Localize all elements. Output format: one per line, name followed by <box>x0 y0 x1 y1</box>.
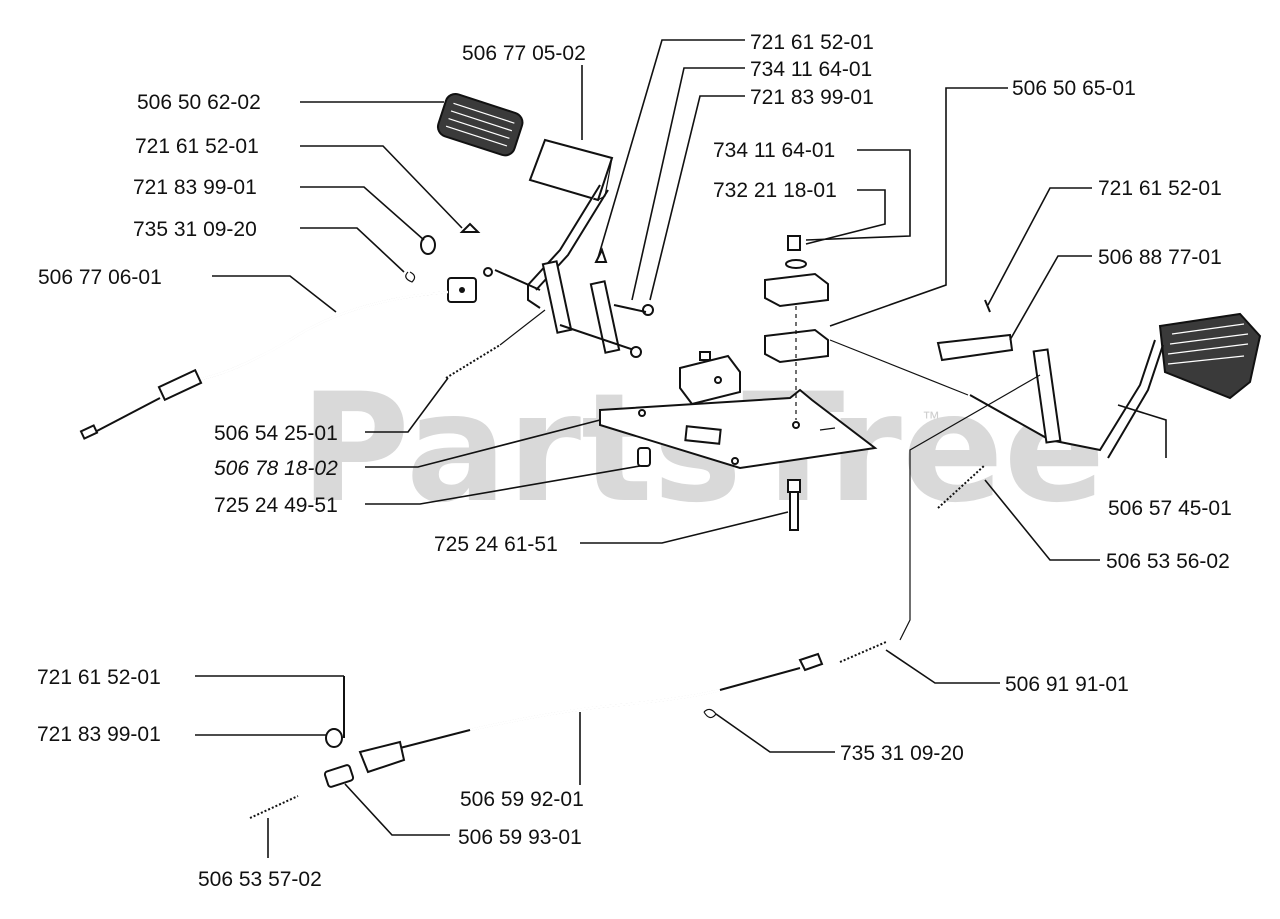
upper-left-cable <box>79 269 541 440</box>
callout-label: 506 88 77-01 <box>1098 246 1222 269</box>
callout-label: 721 61 52-01 <box>37 666 161 689</box>
callout-label: 506 53 56-02 <box>1106 550 1230 573</box>
brake-pedal-pad <box>436 92 524 157</box>
connecting-wire <box>829 339 1041 641</box>
callout-label: 735 31 09-20 <box>840 742 964 765</box>
callout-label: 506 77 06-01 <box>38 266 162 289</box>
leader-lines <box>195 39 1167 858</box>
callout-label: 506 54 25-01 <box>214 422 338 445</box>
callout-label: 506 53 57-02 <box>198 868 322 891</box>
callout-label: 506 59 93-01 <box>458 826 582 849</box>
callout-label: 721 61 52-01 <box>750 31 874 54</box>
lower-small-parts <box>249 676 717 819</box>
callout-label: 735 31 09-20 <box>133 218 257 241</box>
callout-label: 506 50 65-01 <box>1012 77 1136 100</box>
callout-label: 721 61 52-01 <box>135 135 259 158</box>
base-bolts <box>637 447 801 531</box>
right-spring <box>937 464 986 509</box>
watermark-trademark: ™ <box>922 408 940 428</box>
callout-label: 725 24 49-51 <box>214 494 338 517</box>
cable-clamp <box>447 267 493 303</box>
callout-label: 732 21 18-01 <box>713 179 837 202</box>
callout-label: 721 83 99-01 <box>133 176 257 199</box>
left-pins <box>405 222 608 283</box>
parts <box>79 92 1262 819</box>
right-link-plate <box>936 299 1014 362</box>
callout-label: 725 24 61-51 <box>434 533 558 556</box>
callout-label: 721 61 52-01 <box>1098 177 1222 200</box>
callout-label: 506 59 92-01 <box>460 788 584 811</box>
callout-label: 506 78 18-02 <box>214 457 338 480</box>
base-plate <box>599 388 878 470</box>
right-pedal <box>969 312 1262 459</box>
callout-label: 506 77 05-02 <box>462 42 586 65</box>
lower-cable <box>358 641 887 774</box>
pedal-plate <box>528 138 614 202</box>
left-spring <box>445 309 546 379</box>
switch-block <box>679 351 741 406</box>
callout-label: 734 11 64-01 <box>750 58 872 81</box>
callout-label: 506 50 62-02 <box>137 91 261 114</box>
callout-labels: 506 77 05-02 721 61 52-01 734 11 64-01 7… <box>37 31 1232 891</box>
callout-label: 721 83 99-01 <box>750 86 874 109</box>
callout-label: 734 11 64-01 <box>713 139 835 162</box>
callout-label: 506 57 45-01 <box>1108 497 1232 520</box>
callout-label: 506 91 91-01 <box>1005 673 1129 696</box>
left-pedal-arm <box>527 184 654 358</box>
clamp-blocks <box>764 235 829 429</box>
callout-label: 721 83 99-01 <box>37 723 161 746</box>
